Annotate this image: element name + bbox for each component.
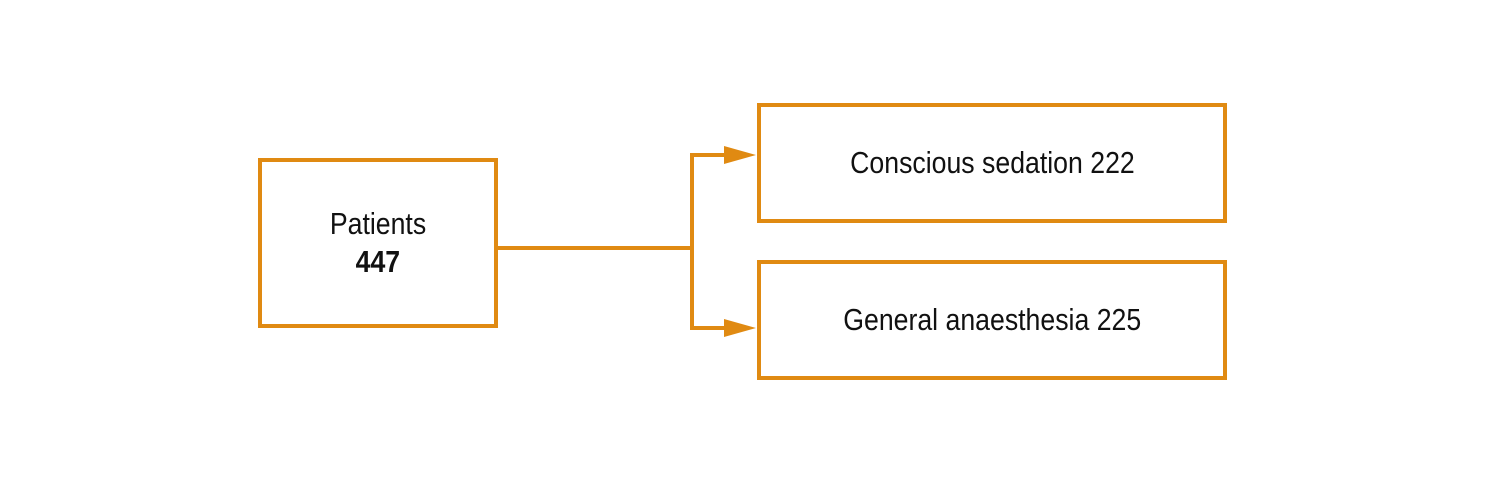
general-anaesthesia-count: 225: [1096, 302, 1141, 337]
conscious-sedation-box: Conscious sedation 222: [757, 103, 1227, 223]
patients-box: Patients 447: [258, 158, 498, 328]
arrowhead-conscious-sedation: [724, 146, 756, 164]
arrowhead-general-anaesthesia: [724, 319, 756, 337]
conscious-sedation-text: Conscious sedation 222: [850, 144, 1135, 182]
conscious-sedation-count: 222: [1089, 145, 1135, 180]
general-anaesthesia-box: General anaesthesia 225: [757, 260, 1227, 380]
patients-count: 447: [355, 244, 401, 279]
general-anaesthesia-label: General anaesthesia: [843, 302, 1090, 337]
connector-trunk: [498, 155, 694, 328]
conscious-sedation-label: Conscious sedation: [849, 145, 1083, 180]
general-anaesthesia-text: General anaesthesia 225: [843, 301, 1141, 339]
patients-label: Patients: [329, 206, 427, 241]
